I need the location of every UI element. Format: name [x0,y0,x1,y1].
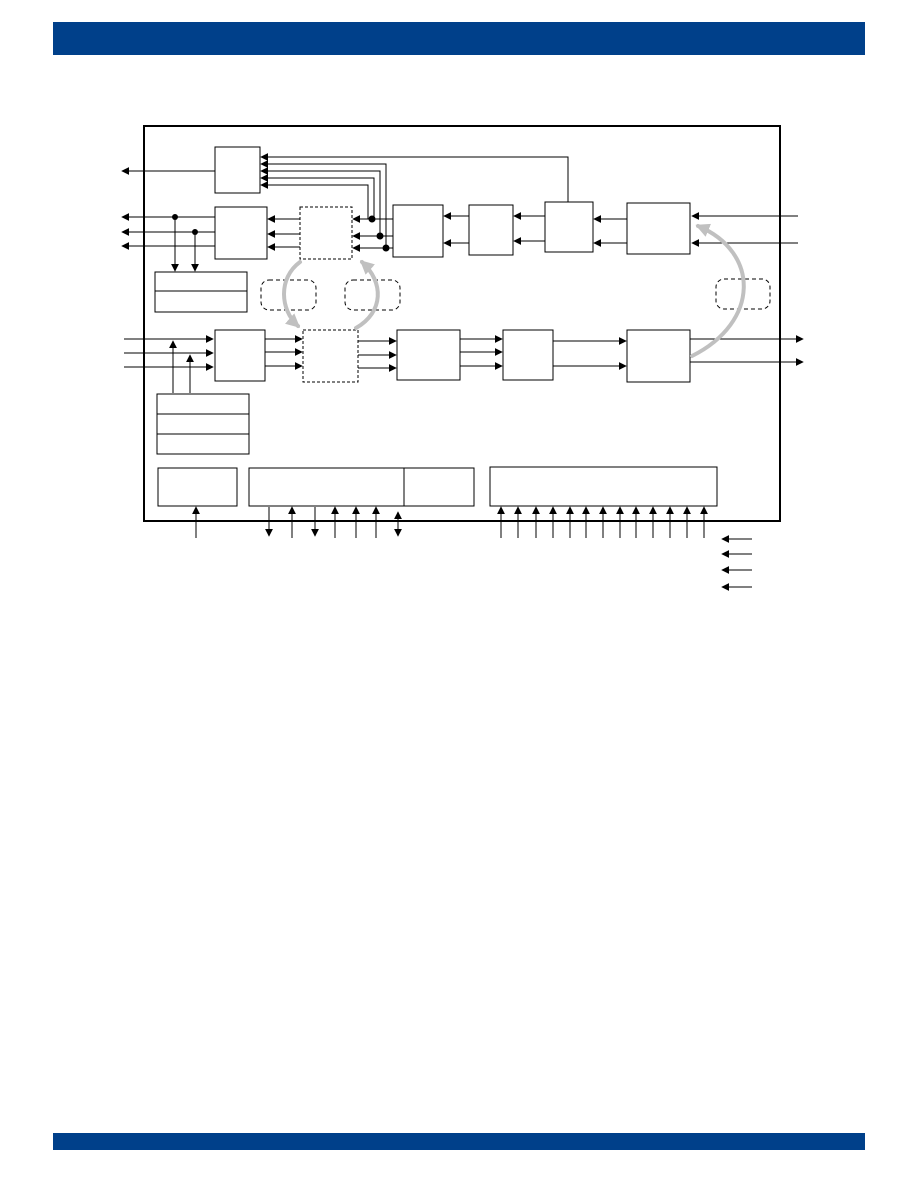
block-top-5 [544,201,594,253]
block-top-4 [468,204,514,256]
junction-dot-icon [172,214,390,252]
legend-arrows [721,535,752,591]
footer-bar [53,1133,865,1150]
loopback-box-1 [260,279,317,311]
block-control-pins [489,466,718,507]
block-top-status [214,146,261,194]
block-top-input [626,202,691,255]
dashed-block-bottom [302,329,359,383]
block-top-output [214,206,268,260]
top-path-wires [121,153,798,272]
block-bottom-3 [396,329,461,381]
loopback-arrow-icon [282,223,746,358]
bottom-pin-wires [192,506,708,538]
block-top-3 [392,204,444,258]
main-boundary [143,125,781,522]
register-box-top [154,271,248,313]
block-bottom-4 [502,329,554,381]
block-clock [157,467,238,507]
dashed-block-top [299,206,353,260]
block-bottom-input [214,329,266,382]
loopback-box-2 [344,279,401,311]
block-bottom-output [626,329,691,383]
header-bar [53,22,865,55]
block-micro-interface [248,467,405,507]
bottom-path-wires [124,335,804,393]
block-micro-aux [403,467,475,507]
register-box-bottom [156,393,250,455]
